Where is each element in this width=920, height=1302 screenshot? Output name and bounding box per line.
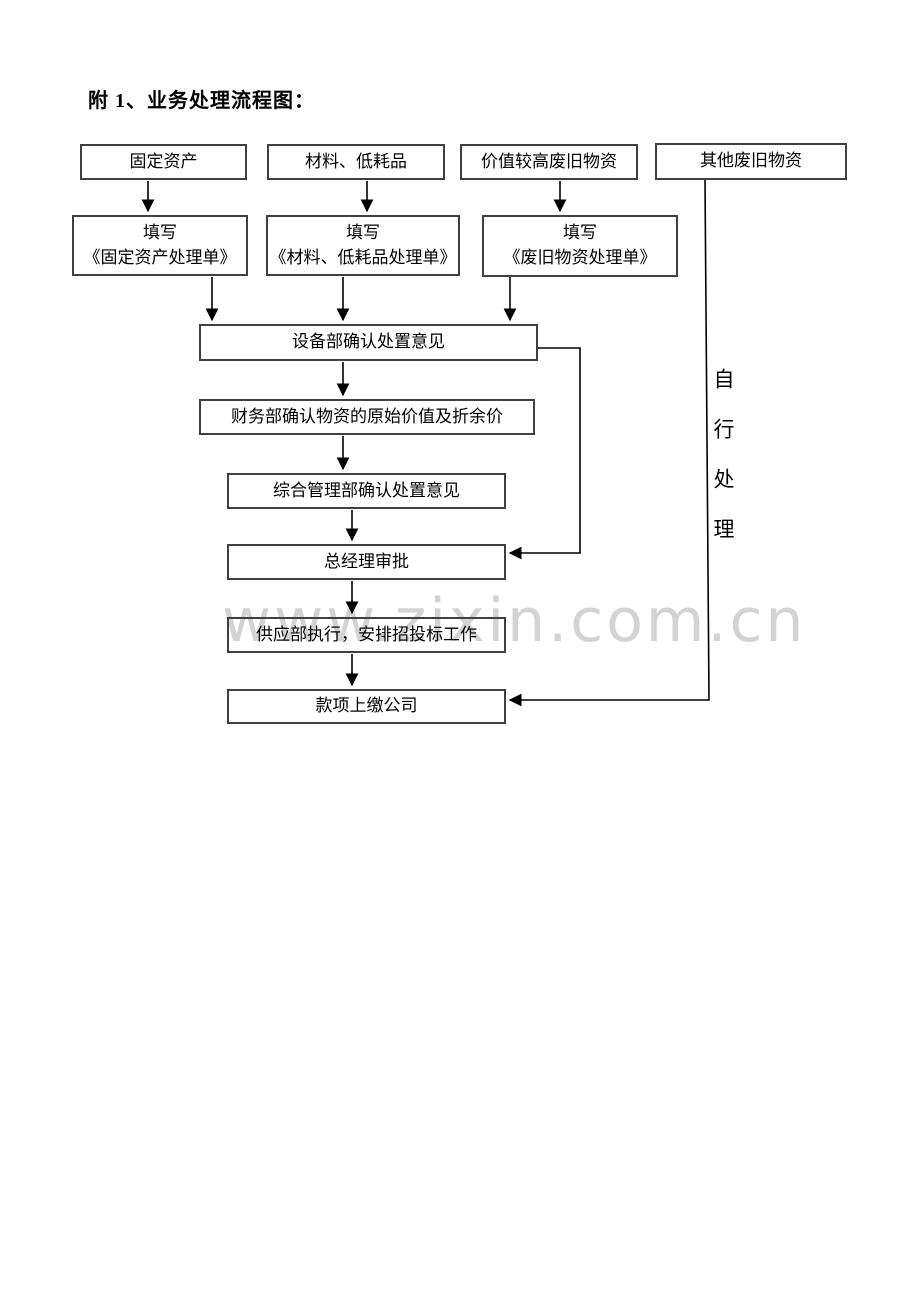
- node-label: 供应部执行，安排招投标工作: [256, 624, 477, 644]
- side-note-self-processing: 自行处理: [711, 368, 735, 568]
- node-label-line2: 《固定资产处理单》: [83, 247, 237, 267]
- node-finance-dept-confirm: 财务部确认物资的原始价值及折余价: [199, 399, 535, 435]
- node-label-line1: 填写: [346, 222, 380, 242]
- node-label: 综合管理部确认处置意见: [273, 480, 460, 500]
- node-label: 其他废旧物资: [700, 151, 802, 171]
- node-label: 款项上缴公司: [315, 696, 418, 716]
- node-label: 价值较高废旧物资: [481, 151, 617, 171]
- node-label: 材料、低耗品: [305, 151, 407, 171]
- node-fixed-assets: 固定资产: [80, 144, 247, 180]
- node-gm-approval: 总经理审批: [227, 544, 506, 580]
- node-admin-dept-confirm: 综合管理部确认处置意见: [227, 473, 506, 509]
- node-other-scrap: 其他废旧物资: [655, 143, 847, 180]
- node-label: 总经理审批: [324, 551, 409, 571]
- node-label-line1: 填写: [563, 223, 597, 243]
- node-label-line2: 《材料、低耗品处理单》: [269, 247, 457, 267]
- node-payment-to-company: 款项上缴公司: [227, 689, 506, 724]
- node-label: 固定资产: [129, 151, 198, 171]
- node-form-materials: 填写 《材料、低耗品处理单》: [266, 215, 460, 276]
- node-high-value-scrap: 价值较高废旧物资: [460, 144, 638, 180]
- node-form-scrap: 填写 《废旧物资处理单》: [482, 215, 678, 277]
- node-supply-dept-execute: 供应部执行，安排招投标工作: [227, 617, 506, 653]
- node-label-line1: 填写: [143, 222, 177, 242]
- node-label-line2: 《废旧物资处理单》: [503, 248, 657, 267]
- node-form-fixed-assets: 填写 《固定资产处理单》: [72, 215, 248, 276]
- node-materials-consumables: 材料、低耗品: [267, 144, 445, 180]
- node-label: 财务部确认物资的原始价值及折余价: [231, 406, 503, 426]
- page-title: 附 1、业务处理流程图：: [88, 90, 315, 112]
- node-equipment-dept-confirm: 设备部确认处置意见: [199, 324, 538, 361]
- node-label: 设备部确认处置意见: [292, 332, 445, 352]
